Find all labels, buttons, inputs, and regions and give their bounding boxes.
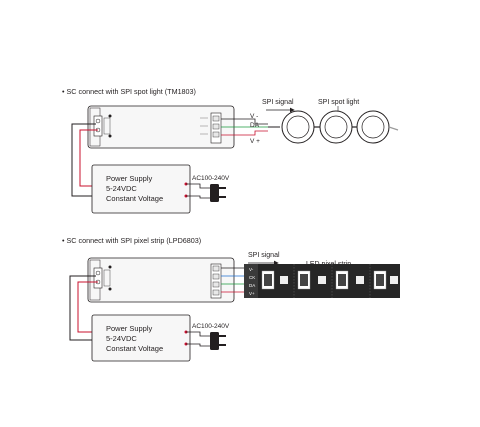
power-supply-line3: Constant Voltage [106,344,163,353]
ac-label-2: AC100-240V [192,323,230,330]
spot-light-3 [356,110,390,144]
section2-heading: • SC connect with SPI pixel strip (LPD68… [62,236,202,245]
spi-signal-label-1: SPI signal [262,99,294,106]
power-supply-line3: Constant Voltage [106,194,163,203]
spot-light-label: SPI spot light [318,99,359,106]
wire-negative-2 [69,275,104,341]
strip-pin-ck: CK [249,275,255,280]
ac-plug-icon-2 [210,332,226,350]
power-supply-line2: 5-24VDC [106,334,137,343]
wire-positive-2 [77,281,104,333]
power-supply-line1: Power Supply [106,174,153,183]
wire-negative-1 [71,123,104,197]
spot-light-2 [319,110,353,144]
strip-pin-v-plus: V+ [249,291,255,296]
spi-controller-2 [87,257,235,303]
power-supply-line1: Power Supply [106,324,153,333]
spi-signal-label-2: SPI signal [248,252,280,259]
ac-plug-icon-1 [210,184,226,202]
power-supply-2: Power Supply 5-24VDC Constant Voltage [91,314,191,362]
pin-label-plus: V + [250,138,260,145]
power-supply-1: Power Supply 5-24VDC Constant Voltage [91,164,191,214]
pin-label-minus: V - [250,113,258,120]
ac-label-1: AC100-240V [192,175,230,182]
led-pixel-strip: V- CK DA V+ [244,264,400,298]
strip-pin-da: DA [249,283,255,288]
pin-label-data: DA [250,122,260,129]
spi-controller-1 [87,105,235,149]
strip-pin-v-minus: V- [249,267,254,272]
section1-heading: • SC connect with SPI spot light (TM1803… [62,87,196,96]
spot-light-1 [281,110,315,144]
power-supply-line2: 5-24VDC [106,184,137,193]
